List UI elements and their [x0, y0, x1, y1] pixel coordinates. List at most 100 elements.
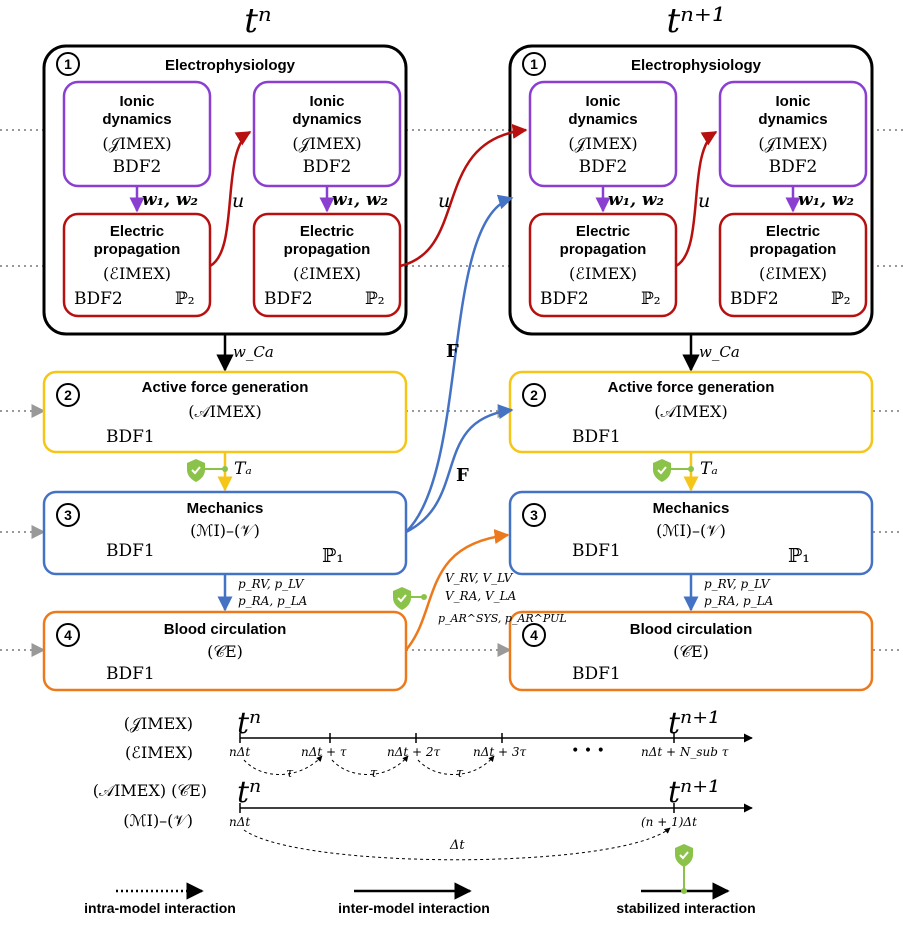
tick-label: nΔt + τ [301, 745, 347, 759]
ionic-model: (𝒥IMEX) [102, 134, 171, 153]
ionic-title2: dynamics [568, 111, 637, 128]
elec-space: ℙ₂ [175, 289, 195, 309]
elec-scheme: BDF2 [730, 289, 779, 309]
block-model: (𝒞E) [673, 642, 709, 661]
timeline-tn-top: tⁿ [237, 706, 261, 741]
block-title: Blood circulation [630, 621, 753, 638]
pressure-label-2: p_RA, p_LA [704, 594, 774, 608]
time-label-tn1: tⁿ⁺¹ [666, 1, 725, 41]
shield-icon [652, 458, 672, 483]
elec-space: ℙ₂ [831, 289, 851, 309]
ionic-title1: Ionic [775, 93, 810, 110]
elec-space: ℙ₂ [365, 289, 385, 309]
block-model: (𝒜IMEX) [654, 402, 727, 421]
tick-label: nΔt + N_sub τ [641, 745, 729, 759]
w12-arrows [129, 186, 801, 213]
volume-label-1: V_RV, V_LV [445, 571, 514, 585]
block-scheme: BDF1 [106, 541, 155, 561]
block-model: (𝒞E) [207, 642, 243, 661]
block-title: Mechanics [653, 500, 730, 517]
legend: intra-model interaction inter-model inte… [84, 843, 756, 916]
legend-intra-label: intra-model interaction [84, 900, 236, 916]
block-model: (ℳI)–(𝒱) [656, 521, 726, 540]
block-number: 2 [530, 387, 538, 403]
volume-arrow [405, 529, 510, 651]
elec-title2: propagation [284, 241, 371, 258]
electric-block-tn1-1: Electric propagation (ℰIMEX) BDF2 ℙ₂ [528, 212, 678, 318]
ionic-model: (𝒥IMEX) [758, 134, 827, 153]
blood-block-tn1: 4 Blood circulation (𝒞E) BDF1 [508, 610, 874, 692]
volume-label-2: V_RA, V_LA [445, 589, 517, 603]
tau-label: τ [286, 766, 294, 781]
pressure-label-1: p_RV, p_LV [238, 577, 305, 591]
tick-label: nΔt + 2τ [387, 745, 441, 759]
block-number: 3 [530, 507, 538, 523]
tick-label: (n + 1)Δt [641, 815, 697, 829]
block-model: (ℳI)–(𝒱) [190, 521, 260, 540]
block-number: 4 [530, 627, 538, 643]
block-title: Active force generation [608, 379, 775, 396]
ta-label: Tₐ [700, 459, 718, 479]
ionic-model: (𝒥IMEX) [568, 134, 637, 153]
pressure-label-1: p_RV, p_LV [704, 577, 771, 591]
ionic-block-tn-2: Ionic dynamics (𝒥IMEX) BDF2 [252, 80, 402, 188]
blood-block-tn: 4 Blood circulation (𝒞E) BDF1 [42, 610, 408, 692]
u-label: u [698, 190, 710, 212]
block-space: ℙ₁ [322, 545, 344, 567]
block-scheme: BDF1 [106, 427, 155, 447]
f-arrows [405, 194, 514, 534]
elec-title1: Electric [576, 223, 630, 240]
timeline-label-bot1: (𝒜IMEX) (𝒞E) [93, 781, 207, 800]
timeline-label-top2: (ℰIMEX) [125, 743, 193, 762]
timeline-tn-bot: tⁿ [237, 775, 261, 810]
w12-label: w₁, w₂ [142, 190, 198, 210]
elec-title1: Electric [300, 223, 354, 240]
electric-block-tn-2: Electric propagation (ℰIMEX) BDF2 ℙ₂ [252, 212, 402, 318]
elec-title2: propagation [560, 241, 647, 258]
ta-label: Tₐ [234, 459, 252, 479]
elec-title1: Electric [766, 223, 820, 240]
f-label: F [456, 465, 469, 486]
tick-label: nΔt + 3τ [473, 745, 527, 759]
elec-model: (ℰIMEX) [569, 264, 637, 283]
block-title: Electrophysiology [631, 57, 762, 74]
active-force-block-tn1: 2 Active force generation (𝒜IMEX) BDF1 [508, 370, 874, 454]
timeline-label-bot2: (ℳI)–(𝒱) [123, 811, 193, 830]
mechanics-block-tn: 3 Mechanics (ℳI)–(𝒱) BDF1 ℙ₁ [42, 490, 408, 576]
ionic-title2: dynamics [102, 111, 171, 128]
block-model: (𝒜IMEX) [188, 402, 261, 421]
ionic-scheme: BDF2 [769, 157, 818, 177]
elec-scheme: BDF2 [74, 289, 123, 309]
electric-block-tn-1: Electric propagation (ℰIMEX) BDF2 ℙ₂ [62, 212, 212, 318]
shield-icon [186, 458, 206, 483]
block-number: 1 [64, 56, 72, 72]
timeline-dots: • • • [571, 743, 605, 759]
ionic-title1: Ionic [309, 93, 344, 110]
block-title: Mechanics [187, 500, 264, 517]
elec-space: ℙ₂ [641, 289, 661, 309]
u-arrows [209, 123, 718, 268]
w12-label: w₁, w₂ [332, 190, 388, 210]
u-label: u [232, 190, 244, 212]
timeline: (𝒥IMEX) (ℰIMEX) tⁿ tⁿ⁺¹ nΔt nΔt + τ nΔt … [93, 706, 753, 861]
block-scheme: BDF1 [572, 427, 621, 447]
ionic-title2: dynamics [292, 111, 361, 128]
ionic-scheme: BDF2 [579, 157, 628, 177]
ionic-scheme: BDF2 [113, 157, 162, 177]
wca-label: w_Ca [699, 343, 740, 361]
tau-label: τ [456, 766, 464, 781]
elec-scheme: BDF2 [540, 289, 589, 309]
ionic-scheme: BDF2 [303, 157, 352, 177]
block-number: 2 [64, 387, 72, 403]
block-scheme: BDF1 [572, 541, 621, 561]
legend-inter-label: inter-model interaction [338, 900, 490, 916]
legend-stab-label: stabilized interaction [616, 900, 755, 916]
tick-label: nΔt [229, 815, 250, 829]
ionic-title1: Ionic [119, 93, 154, 110]
elec-model: (ℰIMEX) [103, 264, 171, 283]
pressure-label-2: p_RA, p_LA [238, 594, 308, 608]
block-title: Electrophysiology [165, 57, 296, 74]
timeline-label-top1: (𝒥IMEX) [124, 714, 193, 733]
